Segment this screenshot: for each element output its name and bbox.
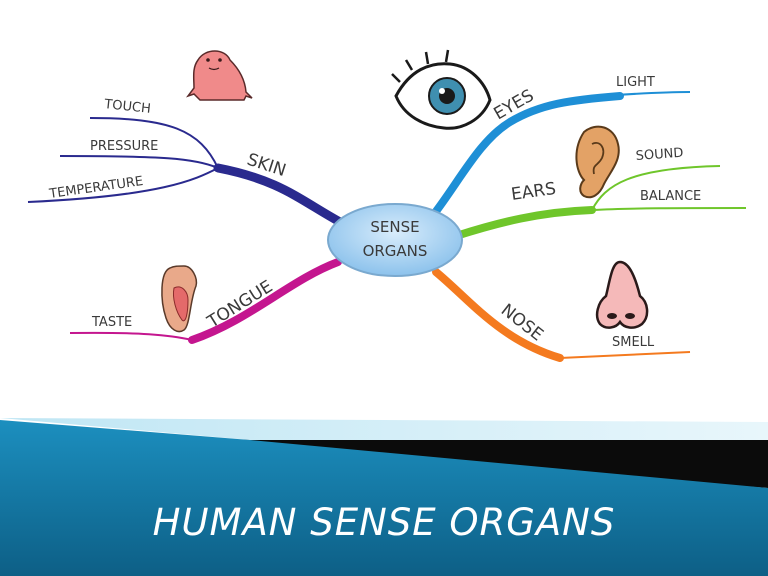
branch-nose: NOSE SMELL — [432, 260, 691, 362]
touch-branch-line — [89, 117, 219, 169]
touch-label: TOUCH — [103, 97, 152, 117]
ears-main-stroke — [452, 206, 596, 240]
tongue-main-stroke — [188, 258, 342, 344]
branch-eyes: EYES LIGHT — [391, 49, 691, 218]
ears-label: EARS — [510, 179, 557, 205]
center-node: SENSE ORGANS — [327, 203, 463, 277]
light-branch-line — [599, 91, 691, 97]
taste-branch-line — [69, 331, 193, 341]
pressure-branch-line — [59, 155, 219, 169]
center-label-line2: ORGANS — [363, 242, 428, 260]
eye-icon — [391, 49, 492, 130]
smell-branch-line — [559, 351, 691, 359]
branch-tongue: TONGUE TASTE — [69, 258, 342, 344]
banner-light-strip — [0, 418, 768, 440]
skin-main-stroke — [213, 163, 345, 227]
slide-title: HUMAN SENSE ORGANS — [153, 501, 616, 544]
pressure-label: PRESSURE — [90, 139, 158, 154]
nose-icon — [595, 260, 649, 329]
light-label: LIGHT — [616, 75, 655, 90]
taste-label: TASTE — [91, 315, 132, 330]
eyes-main-stroke — [430, 92, 624, 218]
branch-ears: EARS SOUND BALANCE — [452, 125, 747, 240]
ear-icon — [575, 125, 620, 199]
tongue-icon — [161, 265, 198, 333]
branch-skin: SKIN TOUCH PRESSURE TEMPERATURE — [27, 50, 345, 227]
balance-branch-line — [591, 207, 747, 211]
title-banner: HUMAN SENSE ORGANS — [0, 418, 768, 576]
banner-body — [0, 420, 768, 576]
sound-label: SOUND — [635, 146, 684, 164]
temperature-branch-line — [27, 167, 219, 203]
nose-main-stroke — [432, 268, 564, 362]
smell-label: SMELL — [612, 335, 655, 350]
center-label-line1: SENSE — [370, 218, 419, 236]
balance-label: BALANCE — [640, 189, 701, 204]
human-figure-icon — [185, 50, 253, 101]
sound-branch-line — [591, 165, 721, 211]
